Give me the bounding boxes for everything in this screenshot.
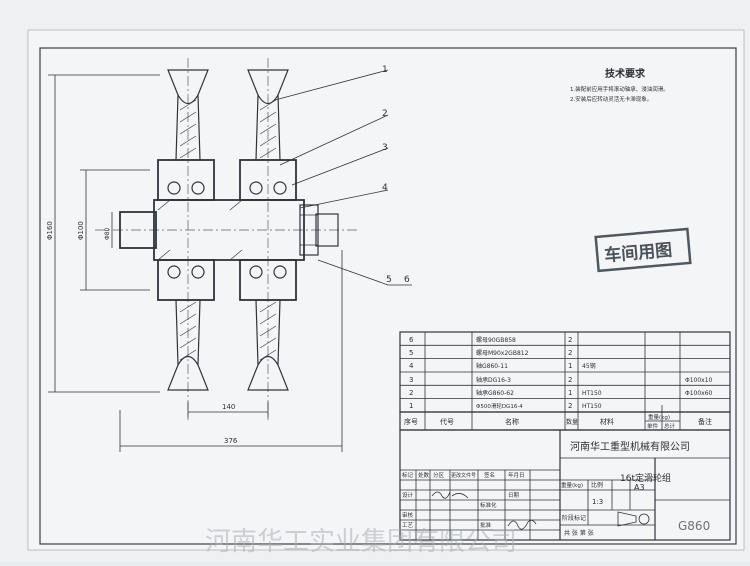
title-drawing-no: G860 bbox=[678, 519, 710, 533]
title-count: 处数 bbox=[418, 471, 430, 479]
shaft bbox=[119, 199, 339, 261]
bom-row-2-note: Φ100x60 bbox=[685, 390, 713, 397]
title-scale-label: 比例 bbox=[591, 481, 603, 489]
balloon-4: 4 bbox=[382, 183, 388, 193]
bom-header-code: 代号 bbox=[440, 417, 454, 426]
tech-req-line2: 2.安装后应转动灵活无卡滞现象。 bbox=[570, 95, 652, 103]
bom-row-4-qty: 1 bbox=[568, 362, 572, 370]
bom-row-6-name: 螺母90GB858 bbox=[476, 336, 516, 344]
bom-row-2-qty: 1 bbox=[568, 389, 572, 397]
balloon-6: 6 bbox=[404, 275, 410, 285]
bom-row-4-no: 4 bbox=[409, 362, 414, 370]
title-stage-label: 阶段标记 bbox=[562, 514, 586, 522]
pulley-assembly: Φ160 Φ100 Φ80 140 376 1 2 3 bbox=[46, 58, 412, 452]
pulley-2 bbox=[239, 69, 297, 391]
dim-inner: Φ100 bbox=[77, 221, 85, 240]
bom-row-6-qty: 2 bbox=[568, 336, 572, 344]
dim-overall: 376 bbox=[224, 437, 238, 445]
leaders bbox=[274, 69, 412, 286]
bom-row-1-material: HT150 bbox=[582, 403, 602, 410]
title-standard: 标准化 bbox=[480, 501, 497, 509]
bom-row-2-material: HT150 bbox=[582, 390, 602, 397]
title-zone: 分区 bbox=[433, 471, 445, 479]
bom-row-2-no: 2 bbox=[409, 389, 413, 397]
bom-row-2-name: 轴承G860-62 bbox=[476, 389, 514, 397]
title-date: 日期 bbox=[508, 492, 520, 499]
bom-row-3-qty: 2 bbox=[568, 376, 572, 384]
dim-shaft: Φ80 bbox=[104, 227, 111, 240]
title-signature: 签名 bbox=[484, 471, 495, 479]
bom-header-weight: 重量(kg) bbox=[648, 413, 670, 421]
bom-row-1-no: 1 bbox=[409, 402, 413, 410]
bom-row-5-qty: 2 bbox=[568, 349, 572, 357]
title-block bbox=[399, 429, 731, 541]
technical-requirements: 技术要求 1.装配前应用手将滚动轴承、浸油润滑。 2.安装后应转动灵活无卡滞现象… bbox=[570, 67, 669, 103]
title-weight-label: 重量(kg) bbox=[561, 481, 583, 489]
balloon-2: 2 bbox=[382, 109, 388, 119]
bom-row-5-no: 5 bbox=[409, 349, 413, 357]
title-process: 工艺 bbox=[402, 522, 414, 529]
pulley-1 bbox=[157, 69, 215, 391]
title-change-doc: 更改文件号 bbox=[451, 472, 476, 479]
title-mark: 标记 bbox=[402, 471, 414, 479]
designer-signature bbox=[431, 491, 469, 499]
title-sheet-label: 共 张 第 张 bbox=[564, 529, 594, 537]
bom-row-6-no: 6 bbox=[409, 336, 414, 344]
balloon-1: 1 bbox=[382, 65, 388, 75]
tech-req-line1: 1.装配前应用手将滚动轴承、浸油润滑。 bbox=[570, 85, 669, 93]
title-checker: 审核 bbox=[402, 511, 414, 519]
bom-header-name: 名称 bbox=[505, 417, 519, 426]
bom-row-3-no: 3 bbox=[409, 376, 413, 384]
watermark: 河南华工实业集团有限公司 bbox=[205, 527, 517, 557]
title-drawing-name: 16t定滑轮组 bbox=[620, 472, 671, 484]
bom-row-1-qty: 2 bbox=[568, 402, 572, 410]
title-ymd: 年月日 bbox=[508, 471, 525, 479]
bom-row-4-name: 轴G860-11 bbox=[476, 362, 508, 370]
title-company: 河南华工重型机械有限公司 bbox=[570, 440, 690, 453]
bom-row-3-name: 轴承DG16-3 bbox=[476, 376, 511, 384]
bom-row-5-name: 螺母M90x2GB812 bbox=[476, 349, 529, 357]
drawing-frame bbox=[39, 47, 737, 545]
bom-row-1-name: Φ500滑轮DG16-4 bbox=[476, 402, 523, 410]
dim-outer: Φ160 bbox=[46, 221, 54, 240]
approver-signature bbox=[507, 520, 537, 530]
bom-header-material: 材料 bbox=[600, 417, 614, 426]
bom-header-no: 序号 bbox=[404, 417, 418, 426]
tech-req-title: 技术要求 bbox=[605, 67, 646, 80]
bom-header-qty: 数量 bbox=[566, 418, 578, 426]
title-approve: 批准 bbox=[480, 521, 492, 529]
dim-center-span: 140 bbox=[222, 403, 235, 411]
bom-row-4-material: 45钢 bbox=[582, 362, 596, 370]
bom-header-note: 备注 bbox=[698, 417, 712, 426]
title-designer: 设计 bbox=[402, 491, 414, 499]
balloon-3: 3 bbox=[382, 143, 388, 153]
bom-row-3-note: Φ100x10 bbox=[685, 377, 713, 384]
title-sheet-size: A3 bbox=[634, 483, 645, 492]
title-scale-value: 1:3 bbox=[592, 498, 603, 506]
bom-header-total-weight: 总计 bbox=[664, 422, 676, 430]
balloon-5: 5 bbox=[386, 275, 392, 285]
bom-header-unit-weight: 单件 bbox=[647, 422, 659, 430]
dimensions: Φ160 Φ100 Φ80 140 376 bbox=[46, 74, 343, 452]
